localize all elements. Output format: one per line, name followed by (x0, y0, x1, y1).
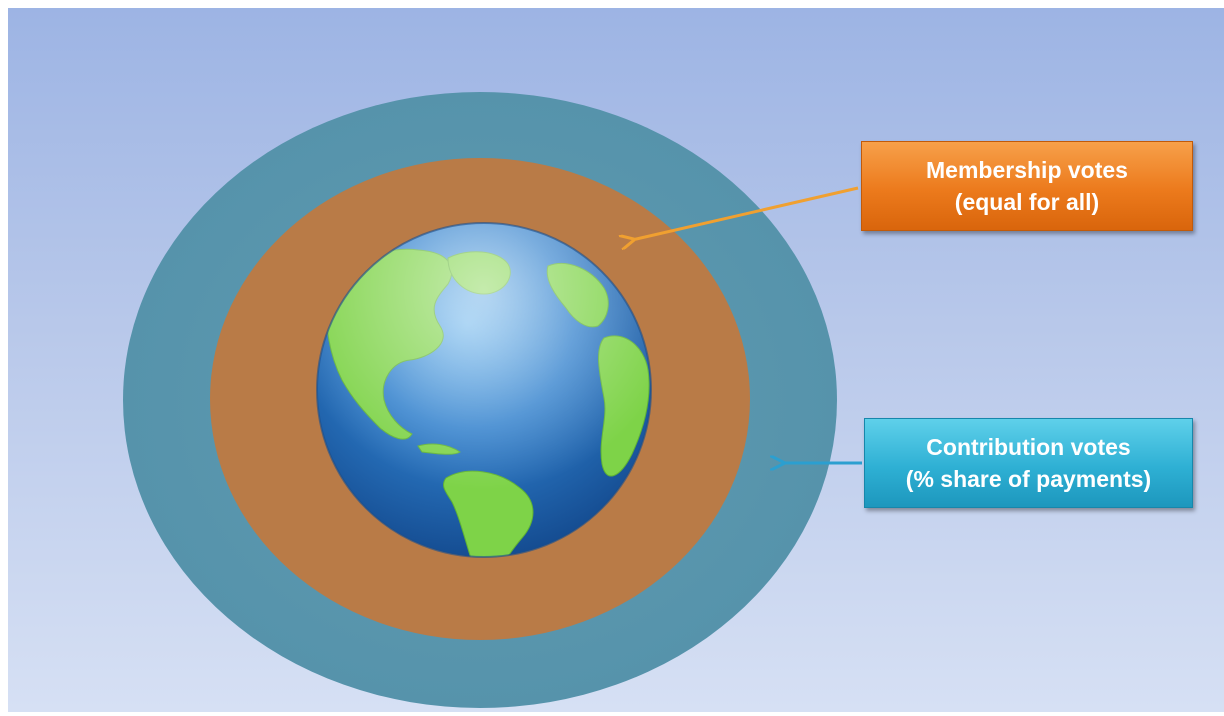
membership-votes-title: Membership votes (926, 157, 1128, 183)
globe-icon (316, 222, 652, 558)
contribution-votes-label: Contribution votes (% share of payments) (864, 418, 1193, 508)
membership-arrow (632, 186, 859, 240)
membership-votes-subtitle: (equal for all) (954, 189, 1100, 215)
contribution-votes-subtitle: (% share of payments) (905, 466, 1152, 492)
voting-rings-diagram (123, 92, 862, 708)
contribution-votes-title: Contribution votes (926, 434, 1131, 460)
membership-votes-label: Membership votes (equal for all) (861, 141, 1193, 231)
diagram-canvas: Membership votes (equal for all) Contrib… (8, 8, 1224, 712)
